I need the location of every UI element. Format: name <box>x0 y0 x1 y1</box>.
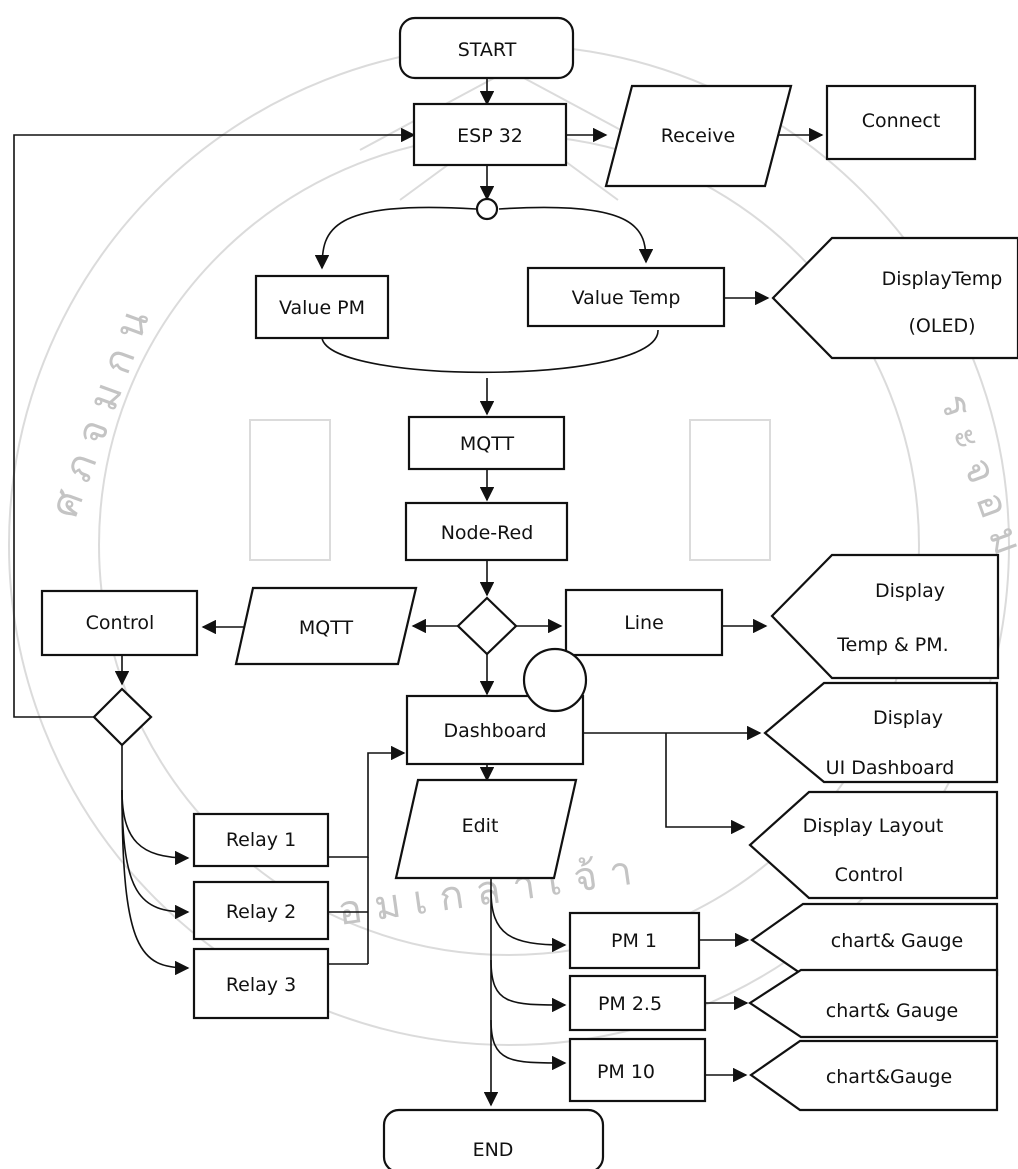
esp32-label: ESP 32 <box>457 125 523 147</box>
pm10-label: PM 10 <box>597 1061 655 1083</box>
control-label: Control <box>86 612 155 634</box>
display-ui-output: Display UI Dashboard <box>763 681 999 784</box>
relay2-label: Relay 2 <box>226 901 296 923</box>
display-ui-line2: UI Dashboard <box>826 757 955 779</box>
gauge1-output: chart& Gauge <box>750 902 999 977</box>
connectors <box>13 78 824 1107</box>
pm1-label: PM 1 <box>611 930 657 952</box>
gauge3-output: chart&Gauge <box>749 1039 999 1112</box>
value-pm-label: Value PM <box>279 297 365 319</box>
display-line-output: Display Temp & PM. <box>770 553 1000 680</box>
watermark-text-left: ศ ภ จ ม ก น <box>41 304 158 523</box>
display-layout-line2: Control <box>835 864 904 886</box>
line-process: Line <box>564 588 724 657</box>
receive-io: Receive <box>604 84 793 188</box>
display-ui-line1: Display <box>873 707 943 729</box>
connect-process: Connect <box>825 84 977 161</box>
relay1-label: Relay 1 <box>226 829 296 851</box>
esp32-process: ESP 32 <box>412 102 568 167</box>
dashboard-process: Dashboard <box>405 647 588 766</box>
watermark-text-right: ร ะ จ อ ม <box>931 388 1018 561</box>
edit-io: Edit <box>394 778 578 880</box>
end-label: END <box>473 1139 514 1161</box>
relay2-process: Relay 2 <box>192 880 330 941</box>
gauge2-label: chart& Gauge <box>826 1000 958 1022</box>
end-terminal: END <box>382 1108 605 1169</box>
decision-diamond-node-red <box>456 596 518 656</box>
pm10-process: PM 10 <box>568 1037 707 1103</box>
gauge1-label: chart& Gauge <box>831 930 963 952</box>
start-terminal: START <box>398 16 575 80</box>
mqtt-label: MQTT <box>460 433 515 455</box>
display-temp-oled: DisplayTemp (OLED) <box>771 236 1018 360</box>
display-layout-output: Display Layout Control <box>748 790 999 900</box>
start-label: START <box>458 39 517 61</box>
value-temp-process: Value Temp <box>526 266 726 328</box>
dashboard-label: Dashboard <box>443 720 546 742</box>
edit-label: Edit <box>462 815 499 837</box>
mqtt-process: MQTT <box>407 415 566 471</box>
connector-circle-dashboard <box>522 647 588 713</box>
pm1-process: PM 1 <box>568 911 701 970</box>
relay3-label: Relay 3 <box>226 974 296 996</box>
connector-circle-top <box>475 197 499 221</box>
display-layout-line1: Display Layout <box>803 815 944 837</box>
line-label: Line <box>624 612 664 634</box>
gauge3-label: chart&Gauge <box>826 1066 952 1088</box>
connect-label: Connect <box>862 110 941 132</box>
node-red-process: Node-Red <box>404 501 569 562</box>
value-temp-label: Value Temp <box>572 287 681 309</box>
relay3-process: Relay 3 <box>192 947 330 1020</box>
decision-diamond-control <box>92 687 153 747</box>
gauge2-output: chart& Gauge <box>747 968 999 1039</box>
pm25-label: PM 2.5 <box>598 993 662 1015</box>
display-temp-line1: DisplayTemp <box>882 268 1003 290</box>
node-red-label: Node-Red <box>441 522 534 544</box>
display-line-line1: Display <box>875 580 945 602</box>
control-process: Control <box>40 589 199 657</box>
mqtt-io: MQTT <box>234 586 418 666</box>
receive-label: Receive <box>661 125 735 147</box>
value-pm-process: Value PM <box>254 274 390 340</box>
pm25-process: PM 2.5 <box>568 974 707 1032</box>
display-line-line2: Temp & PM. <box>836 634 948 656</box>
relay1-process: Relay 1 <box>192 812 330 868</box>
display-temp-line2: (OLED) <box>908 315 975 337</box>
mqtt-io-label: MQTT <box>299 617 354 639</box>
